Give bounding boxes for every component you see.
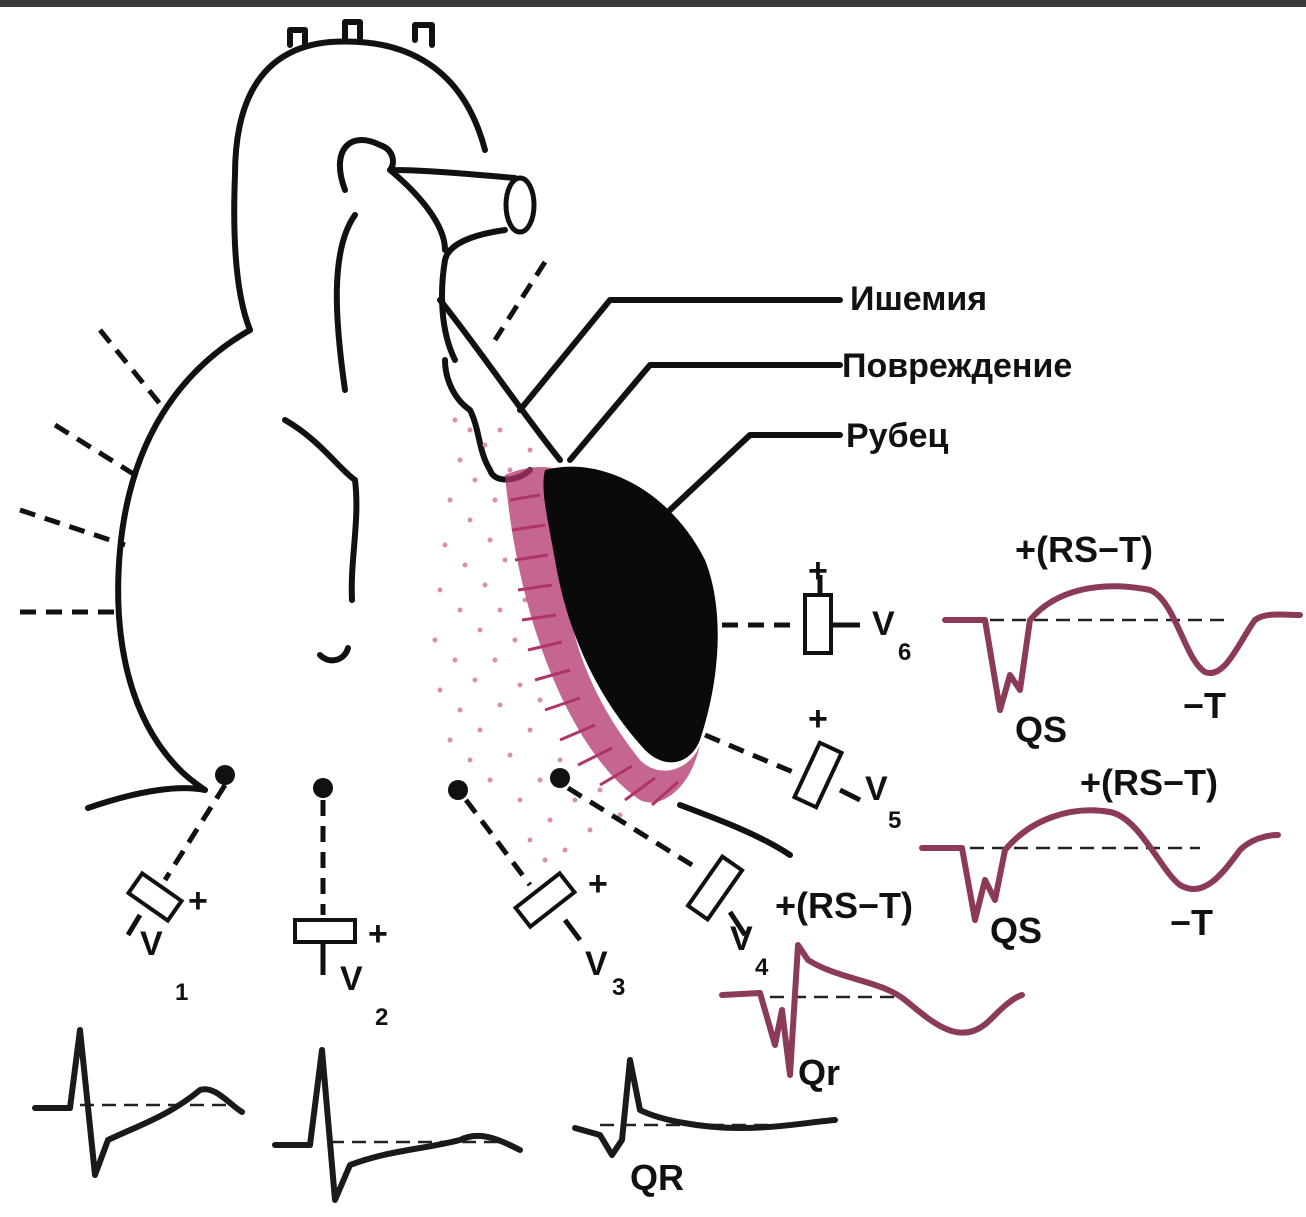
v6-letter: V bbox=[872, 605, 895, 643]
ecg-v1 bbox=[35, 1030, 242, 1175]
scar-zone bbox=[543, 467, 717, 763]
v5-st-label: +(RS−T) bbox=[1080, 762, 1218, 803]
v2-plus: + bbox=[368, 915, 388, 953]
lead-v6: + V 6 bbox=[722, 552, 911, 666]
ecg-v6 bbox=[945, 586, 1300, 710]
lead-v5: + V 5 bbox=[705, 700, 901, 834]
v6-plus: + bbox=[808, 552, 828, 590]
v4-st-label: +(RS−T) bbox=[775, 885, 913, 926]
v6-t-label: −T bbox=[1183, 685, 1226, 726]
v1-sub: 1 bbox=[175, 979, 188, 1006]
ischemia-label: Ишемия bbox=[850, 280, 987, 318]
ecg-v5 bbox=[922, 810, 1278, 920]
v4-sub: 4 bbox=[755, 954, 769, 981]
v3-letter: V bbox=[585, 945, 608, 983]
v6-qs-label: QS bbox=[1015, 709, 1067, 750]
v2-sub: 2 bbox=[375, 1004, 388, 1031]
lead-v2: + V 2 bbox=[295, 778, 388, 1031]
v1-letter: V bbox=[140, 925, 163, 963]
v5-t-label: −T bbox=[1170, 902, 1213, 943]
v5-sub: 5 bbox=[888, 807, 901, 834]
v5-plus: + bbox=[808, 700, 828, 738]
v5-qs-label: QS bbox=[990, 910, 1042, 951]
v4-qr-label: Qr bbox=[798, 1052, 840, 1093]
pulmonary-artery-opening bbox=[506, 178, 534, 232]
v3-sub: 3 bbox=[612, 974, 625, 1001]
lead-v3: + V 3 bbox=[448, 780, 625, 1001]
v1-plus: + bbox=[188, 882, 208, 920]
v3-qr-label: QR bbox=[630, 1157, 684, 1198]
v6-sub: 6 bbox=[898, 639, 911, 666]
v4-letter: V bbox=[730, 920, 753, 958]
v3-plus: + bbox=[588, 865, 608, 903]
v5-letter: V bbox=[865, 770, 888, 808]
v6-st-label: +(RS−T) bbox=[1015, 529, 1153, 570]
v2-letter: V bbox=[340, 960, 363, 998]
left-dashed-leads bbox=[20, 262, 545, 612]
ecg-v2 bbox=[275, 1050, 520, 1200]
scar-label: Рубец bbox=[846, 417, 948, 455]
injury-label: Повреждение bbox=[842, 347, 1072, 385]
ecg-v3 bbox=[575, 1060, 835, 1155]
lead-v1: + V 1 bbox=[128, 765, 235, 1006]
